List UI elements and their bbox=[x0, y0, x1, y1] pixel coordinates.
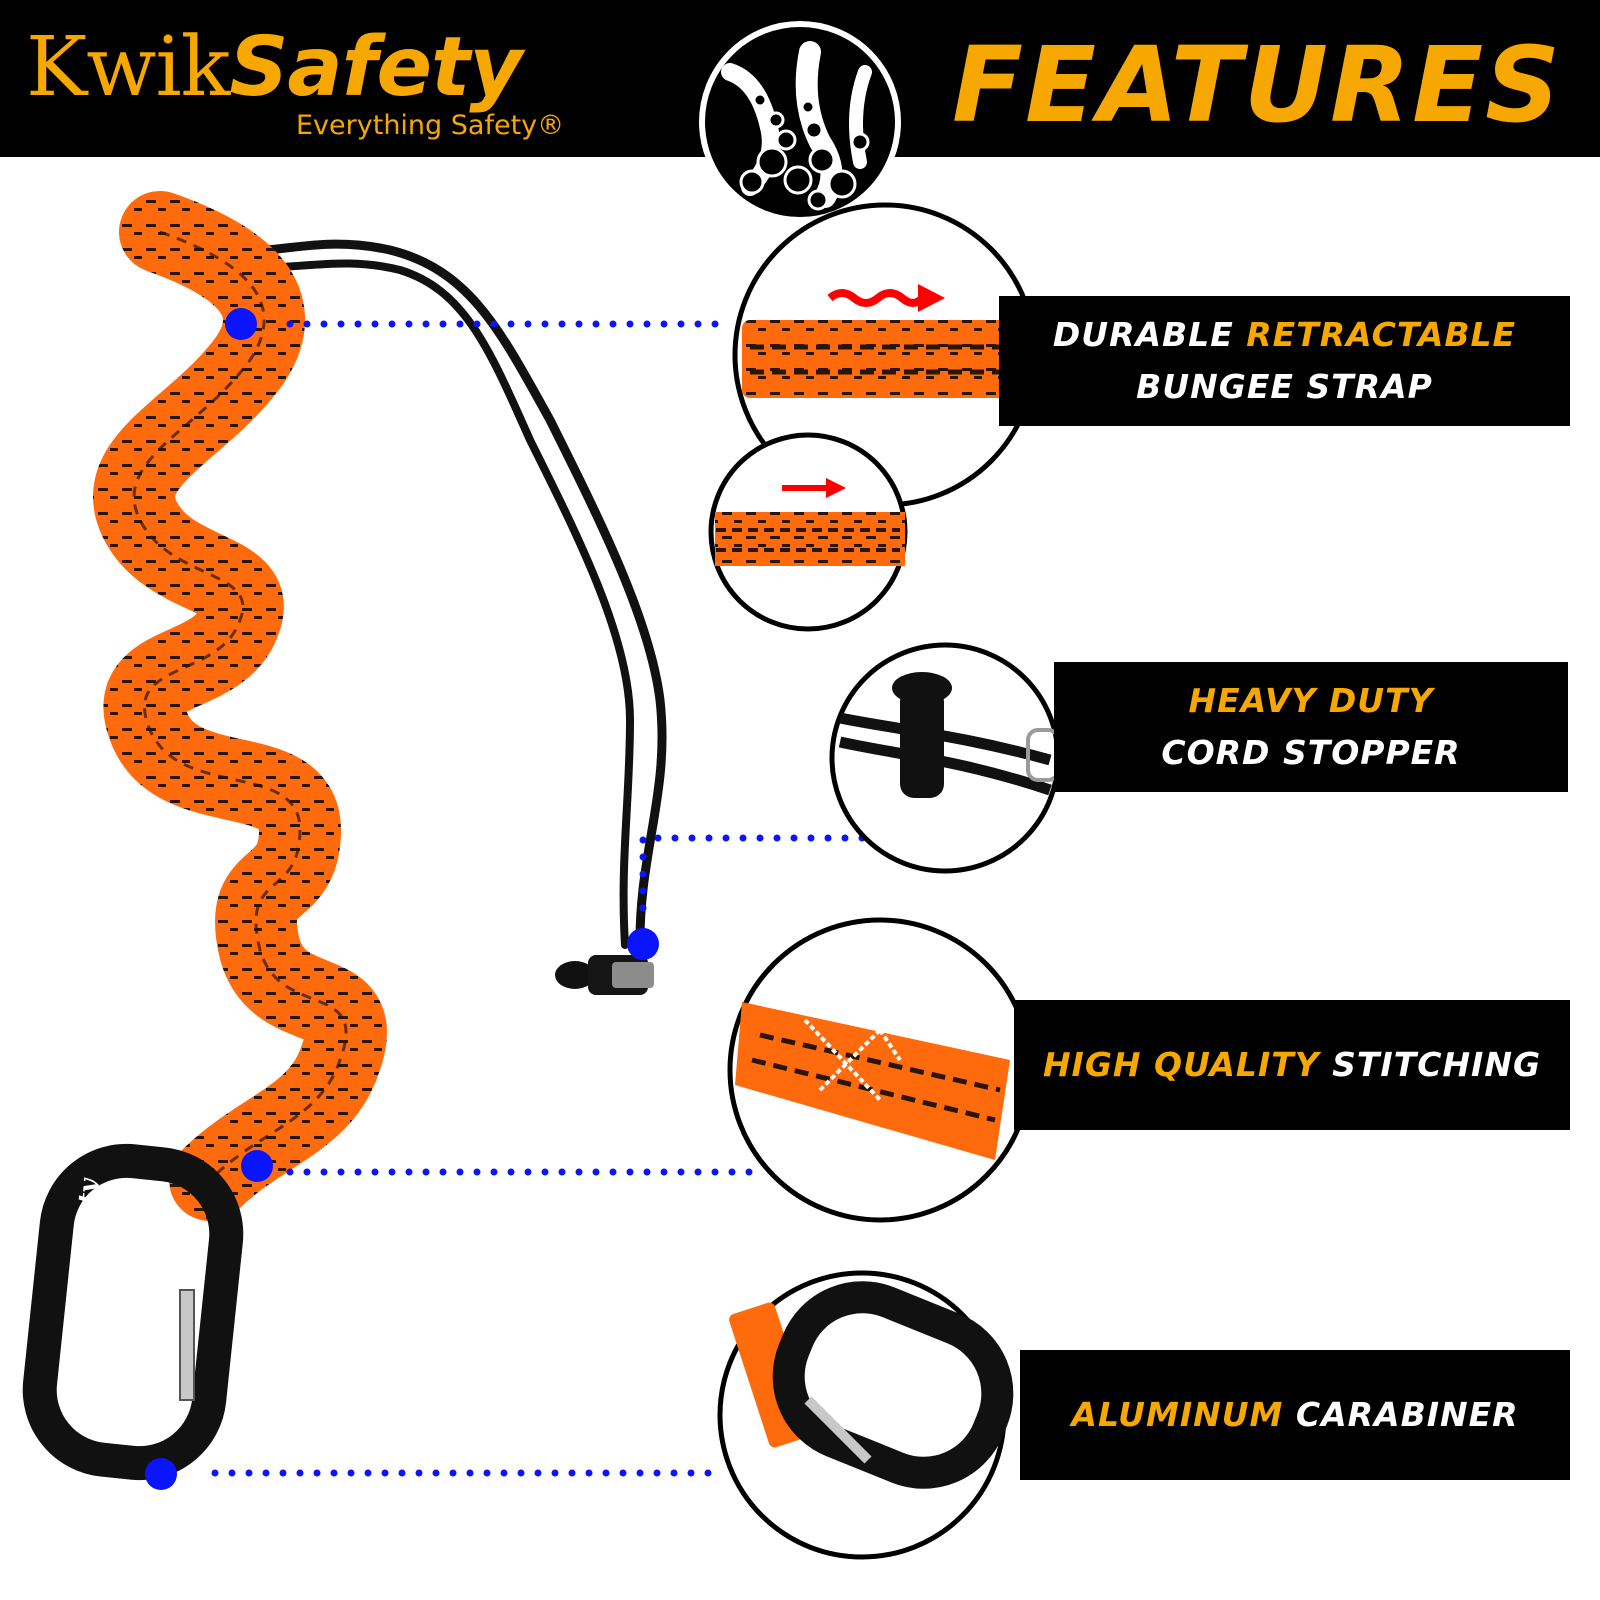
feature-suffix: CARABINER bbox=[1295, 1395, 1519, 1434]
feature-label-line1: ALUMINUM CARABINER bbox=[1071, 1389, 1518, 1441]
zoom-circle-bungee-relaxed bbox=[708, 432, 908, 632]
feature-label-stitching: HIGH QUALITY STITCHING bbox=[1014, 1000, 1570, 1130]
feature-label-cord-stopper: HEAVY DUTY CORD STOPPER bbox=[1054, 662, 1568, 792]
zoom-circle-cord-stopper bbox=[829, 642, 1061, 874]
feature-label-line1: HIGH QUALITY STITCHING bbox=[1043, 1039, 1541, 1091]
feature-highlight: ALUMINUM bbox=[1071, 1395, 1284, 1434]
carabiner-brand-part1: Kwik bbox=[63, 1260, 97, 1330]
carabiner-brand-part2: Safety bbox=[68, 1176, 103, 1263]
zoom-circle-stitching bbox=[727, 917, 1033, 1223]
feature-label-line2: BUNGEE STRAP bbox=[1136, 367, 1433, 406]
feature-label-line2: CORD STOPPER bbox=[1161, 733, 1461, 772]
brand-tagline: Everything Safety® bbox=[296, 110, 564, 141]
brand-tagline-text: Everything Safety bbox=[296, 110, 538, 141]
brand-logo: KwikSafety Everything Safety® bbox=[26, 18, 666, 148]
feature-suffix: STITCHING bbox=[1332, 1045, 1542, 1084]
feature-highlight: RETRACTABLE bbox=[1246, 315, 1517, 354]
brand-name-part2: Safety bbox=[229, 20, 522, 115]
cord bbox=[160, 235, 667, 949]
feature-label-carabiner: ALUMINUM CARABINER bbox=[1020, 1350, 1570, 1480]
brand-name-part1: Kwik bbox=[26, 20, 230, 115]
feature-highlight: HEAVY DUTY bbox=[1188, 681, 1434, 720]
cord-stopper-small bbox=[555, 955, 654, 995]
brand-name: KwikSafety bbox=[26, 18, 523, 118]
callout-dots bbox=[145, 308, 659, 1490]
registered-mark: ® bbox=[537, 110, 565, 141]
callout-lines bbox=[211, 320, 869, 1477]
feature-highlight: HIGH QUALITY bbox=[1042, 1045, 1320, 1084]
feature-prefix: DURABLE bbox=[1052, 315, 1234, 354]
carabiner-print: KwikSafety Everything Safety bbox=[63, 1176, 116, 1330]
zoom-circle-carabiner: KwikSafety bbox=[717, 1270, 1014, 1560]
octopus-tentacle-icon bbox=[699, 21, 901, 223]
feature-label-line1: DURABLE RETRACTABLE bbox=[1053, 309, 1516, 361]
carabiner bbox=[22, 1143, 244, 1481]
svg-text:KwikSafety: KwikSafety bbox=[63, 1176, 103, 1330]
feature-label-retractable-strap: DURABLE RETRACTABLE BUNGEE STRAP bbox=[999, 296, 1570, 426]
page-title: FEATURES bbox=[952, 24, 1563, 146]
